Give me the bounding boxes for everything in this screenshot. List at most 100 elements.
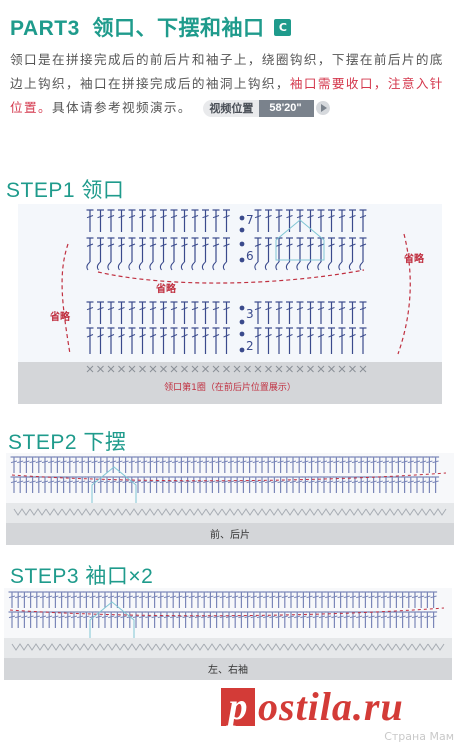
stitch-cross: [338, 243, 346, 247]
stitch-cross: [227, 460, 235, 464]
stitch-cross: [232, 615, 239, 619]
stitch-hook: [348, 261, 353, 271]
stitch-cross: [147, 480, 154, 484]
wave-row: [6, 503, 454, 523]
stitch-cross: [207, 615, 214, 619]
stitch-cross: [287, 595, 295, 599]
stitch-cross: [376, 460, 383, 464]
stitch-cross: [269, 595, 276, 599]
stitch-cross: [405, 615, 412, 619]
stitch-cross: [58, 615, 65, 619]
stitch-cross: [286, 215, 293, 219]
omit-curve-left: [61, 243, 71, 355]
stitch-cross: [294, 595, 301, 599]
stitch-cross: [312, 595, 319, 599]
video-position-button[interactable]: 视频位置 58'20": [203, 100, 330, 117]
stitch-cross: [66, 460, 73, 464]
stitch-cross: [308, 480, 315, 484]
stitch-cross: [149, 215, 157, 219]
stitch-cross: [181, 307, 188, 311]
stitch-cross: [139, 595, 146, 599]
stitch-cross: [263, 595, 270, 599]
wave-mark: [365, 508, 383, 516]
stitch-cross: [339, 480, 346, 484]
stitch-cross: [296, 243, 304, 247]
join-dot: [239, 257, 245, 263]
stitch-cross: [407, 460, 414, 464]
stitch-cross: [359, 215, 367, 219]
stitch-cross: [349, 334, 356, 338]
stitch-cross: [118, 215, 125, 219]
wave-mark: [269, 508, 287, 516]
stitch-cross: [15, 595, 22, 599]
stitch-cross: [389, 460, 396, 464]
stitch-cross: [382, 460, 390, 464]
stitch-cross: [145, 595, 152, 599]
house-watermark: [275, 219, 325, 261]
wave-mark: [349, 508, 367, 516]
postila-logo-word: ostila.ru: [258, 684, 404, 729]
stitch-hook: [306, 261, 311, 271]
house-watermark: [89, 601, 135, 641]
stitch-cross: [10, 480, 18, 484]
stitch-cross: [338, 215, 346, 219]
stitch-cross: [126, 595, 133, 599]
stitch-cross: [149, 334, 157, 338]
wave-mark: [77, 508, 95, 516]
stitch-cross: [271, 480, 278, 484]
stitch-cross: [238, 615, 245, 619]
omit-curve-middle: [97, 269, 365, 284]
stitch-hook: [86, 261, 91, 271]
stitch-cross: [170, 615, 177, 619]
stitch-cross: [368, 615, 375, 619]
stitch-cross: [312, 615, 319, 619]
stitch-cross: [114, 615, 121, 619]
wave-mark: [171, 643, 189, 651]
stitch-cross: [281, 595, 288, 599]
stitch-cross: [191, 215, 199, 219]
stitch-cross: [139, 615, 146, 619]
stitch-cross: [399, 595, 406, 599]
stitch-cross: [163, 595, 171, 599]
join-dot: [239, 227, 245, 233]
stitch-cross: [178, 480, 185, 484]
stitch-cross: [201, 615, 208, 619]
stitch-cross: [337, 595, 344, 599]
x-mark: [86, 365, 94, 373]
x-mark: [223, 365, 230, 373]
stitch-cross: [139, 307, 146, 311]
wave-mark: [203, 643, 221, 651]
row-number: 2: [246, 339, 254, 353]
stitch-cross: [395, 480, 402, 484]
wave-mark: [331, 643, 349, 651]
stitch-cross: [314, 480, 321, 484]
wave-mark: [301, 508, 319, 516]
stitch-cross: [116, 480, 123, 484]
wave-mark: [107, 643, 125, 651]
stitch-cross: [296, 215, 304, 219]
stitch-cross: [250, 615, 257, 619]
stitch-cross: [325, 595, 332, 599]
intro-text-c: 具体请参考视频演示。: [51, 100, 192, 115]
stitch-cross: [39, 615, 47, 619]
play-icon[interactable]: [315, 101, 330, 115]
wave-mark: [235, 643, 253, 651]
wave-mark: [347, 643, 365, 651]
stitch-cross: [370, 460, 377, 464]
intro-paragraph: 领口是在拼接完成后的前后片和袖子上，绕圈钩织，下摆在前后片的底边上钩织，袖口在拼…: [10, 48, 452, 120]
stitch-cross: [265, 480, 272, 484]
stitch-cross: [265, 215, 272, 219]
stitch-cross: [97, 480, 104, 484]
stitch-cross: [170, 307, 178, 311]
stitch-cross: [302, 480, 309, 484]
stitch-cross: [139, 334, 146, 338]
stitch-cross: [349, 595, 357, 599]
join-dot: [239, 319, 245, 325]
stitch-hook: [107, 261, 112, 271]
stitch-cross: [70, 595, 78, 599]
stitch-cross: [328, 334, 335, 338]
stitch-cross: [281, 615, 288, 619]
stitch-cross: [358, 460, 365, 464]
stitch-cross: [116, 460, 123, 464]
stitch-cross: [420, 460, 427, 464]
